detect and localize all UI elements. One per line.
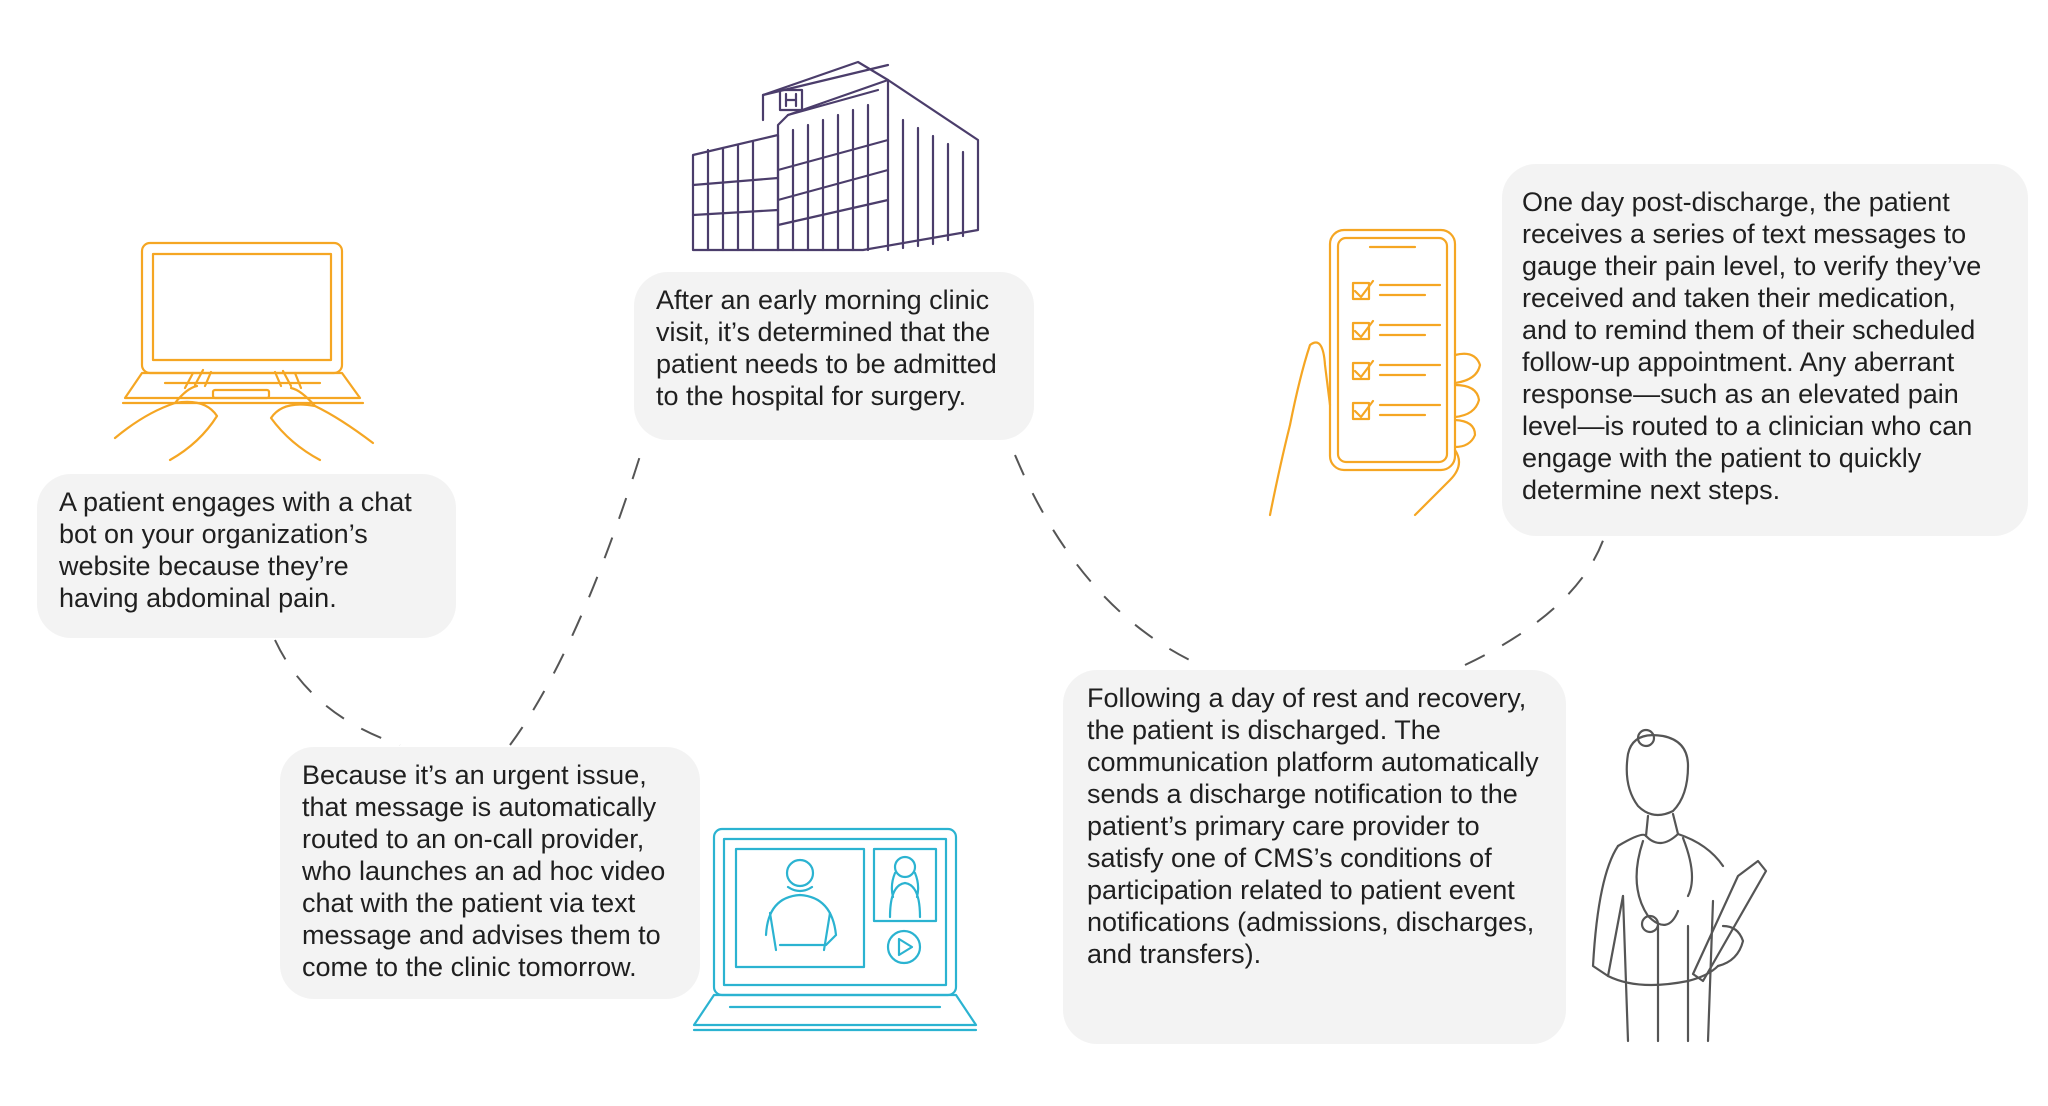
doctor-clipboard-icon [1591,728,1768,1043]
step-1-bubble: A patient engages with a chat bot on you… [37,474,456,638]
step-4-text: Following a day of rest and recovery, th… [1087,683,1539,969]
step-2-bubble: Because it’s an urgent issue, that messa… [280,747,700,999]
hospital-building-icon [691,60,980,252]
step-3-text: After an early morning clinic visit, it’… [656,285,997,411]
step-3-bubble: After an early morning clinic visit, it’… [634,272,1034,440]
laptop-typing-icon [113,241,375,462]
step-5-bubble: One day post-discharge, the patient rece… [1502,164,2028,536]
phone-checklist-icon [1268,228,1482,517]
step-4-bubble: Following a day of rest and recovery, th… [1063,670,1566,1044]
video-chat-laptop-icon [692,827,978,1032]
step-2-text: Because it’s an urgent issue, that messa… [302,760,666,982]
step-1-text: A patient engages with a chat bot on you… [59,487,412,613]
step-5-text: One day post-discharge, the patient rece… [1522,187,1982,505]
